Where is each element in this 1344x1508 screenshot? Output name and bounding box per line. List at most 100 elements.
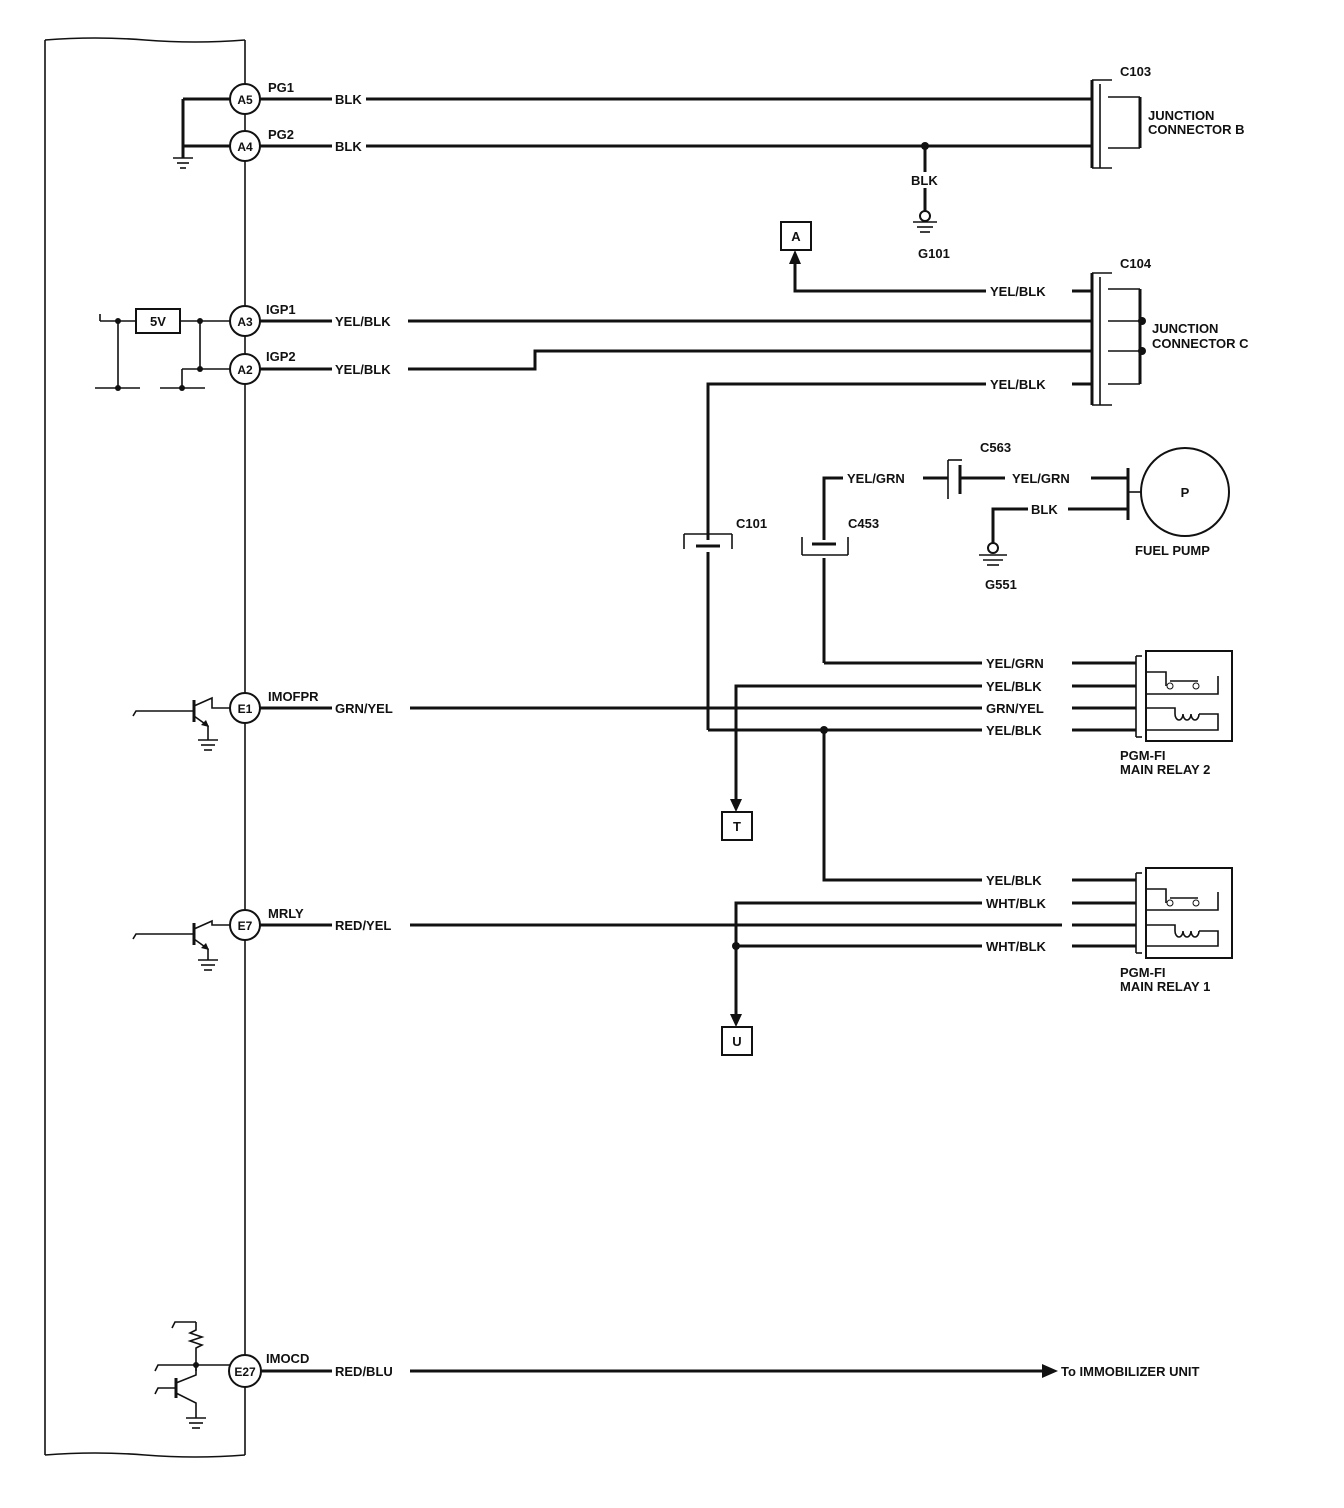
svg-text:YEL/GRN: YEL/GRN: [986, 656, 1044, 671]
wire-label-wht-blk-relay1-b: WHT/BLK: [982, 937, 1064, 955]
wire-label-yel-grn-c453: YEL/GRN: [843, 469, 923, 487]
five-volt-supply: 5V: [135, 308, 181, 334]
pg-circuit: [173, 97, 1092, 233]
fuel-pump-circuit: [801, 447, 1230, 665]
svg-text:BLK: BLK: [1031, 502, 1058, 517]
svg-text:WHT/BLK: WHT/BLK: [986, 896, 1047, 911]
svg-text:A: A: [791, 229, 801, 244]
signal-igp1: IGP1: [266, 302, 296, 317]
svg-text:E7: E7: [238, 919, 253, 933]
wire-label-red-yel-e7: RED/YEL: [332, 916, 410, 934]
svg-text:YEL/BLK: YEL/BLK: [335, 362, 391, 377]
signal-imocd: IMOCD: [266, 1351, 309, 1366]
ref-a: A: [780, 221, 812, 251]
wire-label-yel-blk-relay1: YEL/BLK: [982, 871, 1064, 889]
ground-g101: G101: [918, 246, 950, 261]
transistor-icon: [132, 696, 230, 751]
signal-mrly: MRLY: [268, 906, 304, 921]
svg-text:WHT/BLK: WHT/BLK: [986, 939, 1047, 954]
pin-e7: E7: [229, 909, 261, 941]
signal-pg2: PG2: [268, 127, 294, 142]
wire-label-yel-blk-relay2-b: YEL/BLK: [982, 721, 1064, 739]
junction-connector-b: [1090, 79, 1142, 169]
relay1-label-2: MAIN RELAY 1: [1120, 979, 1210, 994]
wire-label-blk-pump: BLK: [1028, 500, 1068, 518]
pin-e27: E27: [228, 1354, 262, 1388]
junction-b-label-1: JUNCTION: [1148, 108, 1214, 123]
connector-c104: C104: [1120, 256, 1152, 271]
resistor-icon: [187, 1322, 205, 1371]
wire-label-yel-blk-ref-a: YEL/BLK: [986, 282, 1064, 300]
relay2-label-1: PGM-FI: [1120, 748, 1166, 763]
wire-label-blk-pg2: BLK: [332, 137, 366, 155]
svg-text:E1: E1: [238, 702, 253, 716]
signal-igp2: IGP2: [266, 349, 296, 364]
svg-text:A4: A4: [237, 140, 253, 154]
svg-text:YEL/GRN: YEL/GRN: [847, 471, 905, 486]
svg-text:A2: A2: [237, 363, 253, 377]
ecm-housing: [44, 37, 246, 1458]
fuel-pump-symbol: P: [1181, 485, 1190, 500]
svg-text:BLK: BLK: [335, 92, 362, 107]
relay-icon: [1145, 650, 1233, 742]
svg-text:GRN/YEL: GRN/YEL: [986, 701, 1044, 716]
svg-text:YEL/BLK: YEL/BLK: [986, 723, 1042, 738]
svg-text:A5: A5: [237, 93, 253, 107]
pin-a3: A3: [229, 305, 261, 337]
wire-label-yel-grn-relay2: YEL/GRN: [982, 654, 1064, 672]
svg-text:YEL/BLK: YEL/BLK: [990, 284, 1046, 299]
wire-label-blk-g101: BLK: [906, 172, 944, 188]
wire-label-blk-pg1: BLK: [332, 90, 366, 108]
svg-text:YEL/BLK: YEL/BLK: [986, 873, 1042, 888]
connector-c103: C103: [1120, 64, 1151, 79]
svg-text:BLK: BLK: [335, 139, 362, 154]
pin-a5: A5: [229, 83, 261, 115]
pin-a4: A4: [229, 130, 261, 162]
junction-c-label-1: JUNCTION: [1152, 321, 1218, 336]
imocd-circuit: [154, 1321, 1058, 1429]
connector-c563: C563: [980, 440, 1011, 455]
svg-text:YEL/BLK: YEL/BLK: [335, 314, 391, 329]
ground-g551: G551: [985, 577, 1017, 592]
signal-imofpr: IMOFPR: [268, 689, 319, 704]
pin-e1: E1: [229, 692, 261, 724]
svg-text:GRN/YEL: GRN/YEL: [335, 701, 393, 716]
svg-text:YEL/BLK: YEL/BLK: [986, 679, 1042, 694]
junction-b-label-2: CONNECTOR B: [1148, 122, 1245, 137]
svg-text:T: T: [733, 819, 741, 834]
svg-text:E27: E27: [234, 1365, 256, 1379]
svg-text:YEL/GRN: YEL/GRN: [1012, 471, 1070, 486]
relay-icon: [1145, 867, 1233, 959]
wire-label-grn-yel-e1: GRN/YEL: [332, 699, 410, 717]
immobilizer-label: To IMMOBILIZER UNIT: [1061, 1364, 1199, 1379]
fuel-pump-label: FUEL PUMP: [1135, 543, 1210, 558]
svg-text:5V: 5V: [150, 314, 166, 329]
svg-text:BLK: BLK: [911, 173, 938, 188]
wire-label-yel-blk-c101: YEL/BLK: [986, 375, 1064, 393]
junction-connector-c: [1072, 272, 1146, 406]
wire-label-grn-yel-relay2: GRN/YEL: [982, 699, 1064, 717]
svg-text:U: U: [732, 1034, 741, 1049]
connector-c453: C453: [848, 516, 879, 531]
wire-label-wht-blk-relay1-a: WHT/BLK: [982, 894, 1064, 912]
svg-text:RED/YEL: RED/YEL: [335, 918, 391, 933]
relay1-label-1: PGM-FI: [1120, 965, 1166, 980]
ground-icon: [173, 157, 193, 169]
wire-label-yel-blk-relay2-a: YEL/BLK: [982, 677, 1064, 695]
svg-text:A3: A3: [237, 315, 253, 329]
transistor-icon: [132, 919, 230, 971]
wire-label-yel-grn-pump: YEL/GRN: [1005, 469, 1091, 487]
ref-t: T: [721, 811, 753, 841]
ref-a-wire: [789, 250, 1062, 293]
svg-text:YEL/BLK: YEL/BLK: [990, 377, 1046, 392]
wire-label-yel-blk-igp2: YEL/BLK: [332, 360, 408, 378]
relay2-label-2: MAIN RELAY 2: [1120, 762, 1210, 777]
svg-text:RED/BLU: RED/BLU: [335, 1364, 393, 1379]
junction-c-label-2: CONNECTOR C: [1152, 336, 1249, 351]
connector-c101: C101: [736, 516, 767, 531]
signal-pg1: PG1: [268, 80, 294, 95]
wire-label-red-blu-e27: RED/BLU: [332, 1362, 410, 1380]
ground-icon: [913, 210, 937, 233]
motor-icon: [1126, 447, 1230, 537]
